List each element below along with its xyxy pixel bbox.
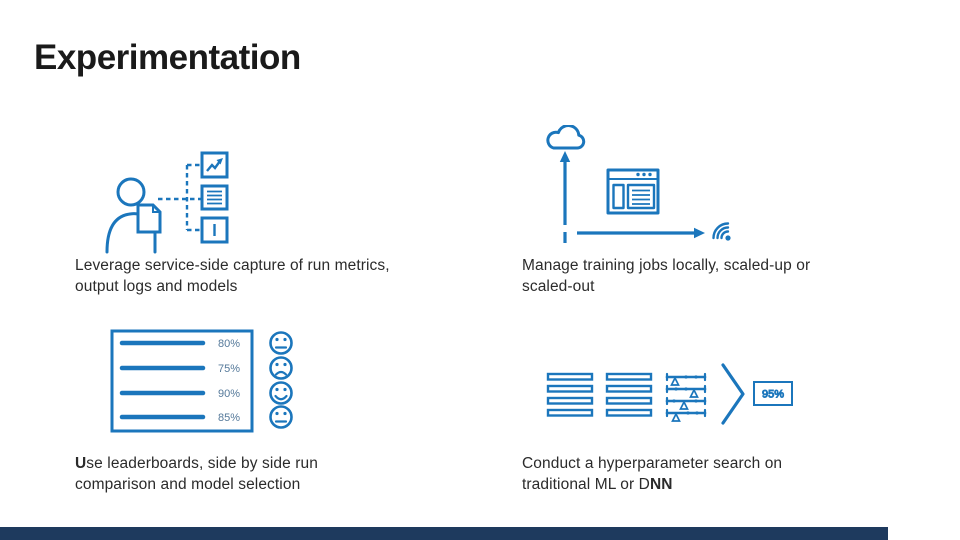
hyperparameter-illustration: 95% — [546, 363, 793, 425]
output-logs-box-icon — [200, 184, 229, 211]
cloud-icon — [546, 125, 586, 150]
leaderboard-row: 80% — [119, 331, 293, 355]
caption-text: se leaderboards, side by side run — [86, 455, 318, 472]
training-jobs-illustration — [546, 125, 731, 243]
run-capture-caption: Leverage service-side capture of run met… — [75, 255, 475, 297]
footer-accent-bar — [0, 527, 888, 540]
dataset-stack-icon — [546, 372, 594, 417]
metrics-chart-box-icon — [200, 151, 229, 179]
right-arrow — [577, 227, 705, 239]
leaderboard-illustration: 80% 75% 90% — [110, 329, 293, 433]
caption-line: output logs and models — [75, 278, 238, 295]
caption-line: traditional ML or DNN — [522, 474, 882, 495]
chevron-right-icon — [721, 363, 745, 425]
leaderboard-row: 90% — [119, 381, 293, 405]
training-jobs-caption: Manage training jobs locally, scaled-up … — [522, 255, 882, 297]
face-neutral-icon — [269, 405, 293, 429]
leaderboards-caption: Use leaderboards, side by side run compa… — [75, 453, 475, 495]
face-sad-icon — [269, 356, 293, 380]
caption-bold-lead: U — [75, 455, 87, 472]
run-capture-illustration — [105, 151, 229, 254]
document-icon — [136, 203, 162, 234]
score-label: 90% — [218, 388, 240, 400]
dataset-stack-icon — [605, 372, 653, 417]
hyperparameter-caption: Conduct a hyperparameter search on tradi… — [522, 453, 882, 495]
caption-line: comparison and model selection — [75, 476, 301, 493]
accuracy-badge-label: 95% — [762, 389, 784, 401]
face-neutral-icon — [269, 331, 293, 355]
caption-line: Use leaderboards, side by side run — [75, 453, 475, 474]
up-arrow — [559, 151, 571, 243]
browser-window-icon — [606, 168, 660, 215]
face-happy-icon — [269, 381, 293, 405]
leaderboard-panel — [110, 329, 254, 433]
slide-title: Experimentation — [34, 38, 301, 77]
caption-bold-tail: NN — [649, 476, 673, 493]
signal-icon — [712, 222, 731, 241]
model-box-icon — [200, 216, 229, 244]
caption-line: Conduct a hyperparameter search on — [522, 455, 783, 472]
sliders-icon — [665, 372, 707, 422]
caption-line: scaled-out — [522, 278, 595, 295]
accuracy-badge: 95% — [753, 381, 793, 406]
caption-text: traditional ML or D — [522, 476, 650, 493]
leaderboard-row: 75% — [119, 356, 293, 380]
caption-line: Manage training jobs locally, scaled-up … — [522, 257, 811, 274]
score-label: 80% — [218, 338, 240, 350]
caption-line: Leverage service-side capture of run met… — [75, 257, 390, 274]
connector-lines — [158, 163, 202, 232]
score-label: 85% — [218, 412, 240, 424]
leaderboard-row: 85% — [119, 405, 293, 429]
score-label: 75% — [218, 363, 240, 375]
